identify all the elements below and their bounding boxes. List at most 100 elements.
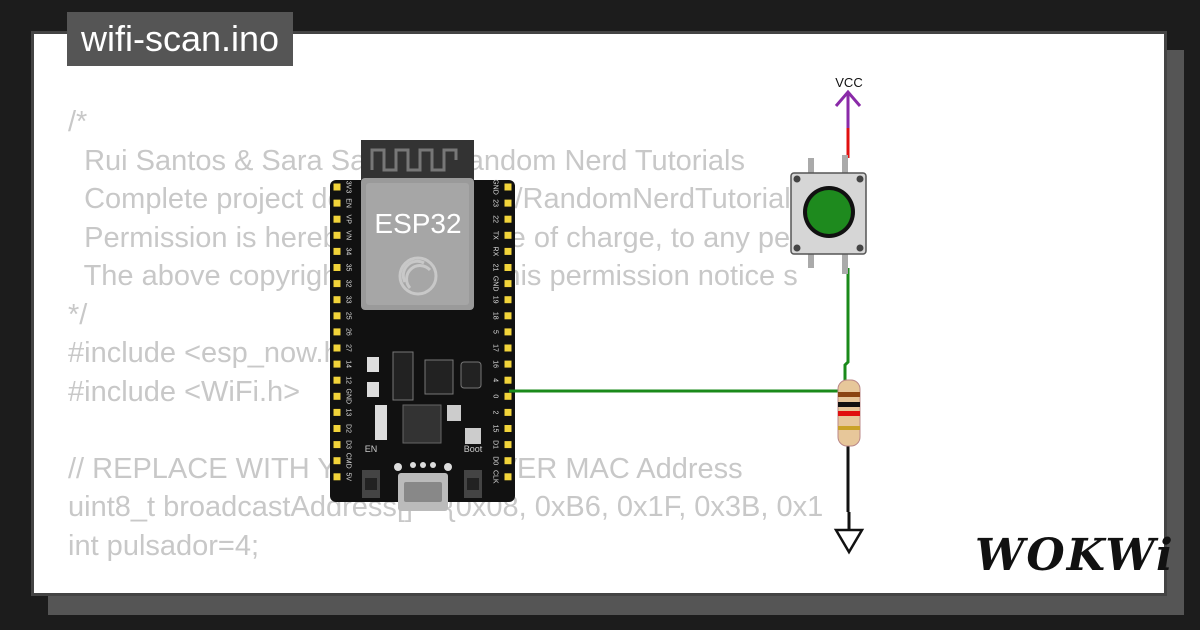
right-pin-label: D0	[492, 456, 499, 465]
left-pin[interactable]	[333, 344, 341, 352]
right-pin-label: 4	[492, 378, 499, 382]
boot-button-cap	[467, 478, 479, 490]
right-pin[interactable]	[504, 344, 512, 352]
left-pin[interactable]	[333, 264, 341, 271]
left-pin[interactable]	[333, 408, 341, 416]
code-line: int pulsador=4;	[68, 529, 260, 562]
right-pin[interactable]	[504, 199, 512, 207]
left-pin[interactable]	[333, 425, 341, 432]
right-pin-label: 0	[492, 394, 499, 398]
signal-wire[interactable]	[509, 268, 850, 393]
right-pin[interactable]	[504, 441, 512, 449]
voltage-regulator	[392, 351, 414, 401]
esp32-board[interactable]: ESP32 3V3ENVPVN343532332526271412GND13D2…	[330, 140, 515, 511]
left-pin[interactable]	[333, 457, 341, 465]
right-pin[interactable]	[504, 408, 512, 416]
smd-component	[375, 405, 387, 440]
right-pin[interactable]	[504, 328, 512, 336]
right-pin-label: RX	[492, 247, 499, 257]
right-pin-label: 2	[492, 410, 499, 414]
left-pin[interactable]	[333, 441, 341, 449]
board-name: ESP32	[374, 208, 461, 239]
right-pin[interactable]	[504, 296, 512, 304]
en-button-cap	[365, 478, 377, 490]
right-pin[interactable]	[504, 215, 512, 223]
editor-card	[31, 31, 1167, 596]
left-pin[interactable]	[333, 312, 341, 320]
left-pin-label: 12	[345, 376, 352, 384]
left-pin-label: 32	[345, 280, 352, 288]
left-pin[interactable]	[333, 473, 341, 481]
vcc-arrow-icon	[834, 89, 862, 128]
left-pin-label: 27	[345, 344, 352, 352]
code-line: #include <esp_now.h>	[68, 337, 357, 369]
vcc-label: VCC	[835, 75, 862, 90]
left-pin-label: 26	[345, 328, 352, 336]
left-pin[interactable]	[333, 296, 341, 304]
right-pin[interactable]	[504, 183, 512, 191]
regulator-chip	[424, 359, 454, 395]
right-pin-label: GND	[492, 179, 499, 195]
right-pin[interactable]	[504, 280, 512, 288]
left-pin-label: EN	[345, 198, 352, 208]
left-pin[interactable]	[333, 247, 341, 255]
file-tab[interactable]: wifi-scan.ino	[67, 12, 294, 66]
right-pin[interactable]	[504, 473, 512, 481]
left-pin[interactable]	[333, 328, 341, 336]
ground-symbol[interactable]	[833, 512, 865, 555]
espressif-icon	[398, 256, 438, 296]
left-pin[interactable]	[333, 376, 341, 384]
right-pin[interactable]	[504, 264, 512, 271]
right-pin-label: TX	[492, 231, 499, 240]
smd-led	[367, 382, 379, 397]
right-pin-label: 23	[492, 199, 499, 207]
left-pin-column: 3V3ENVPVN343532332526271412GND13D2D3CMD5…	[333, 181, 352, 482]
right-pin[interactable]	[504, 376, 512, 384]
left-pin[interactable]	[333, 231, 341, 239]
right-pin-label: GND	[492, 276, 499, 292]
smd-component	[465, 428, 481, 444]
right-pin[interactable]	[504, 360, 512, 368]
right-pin[interactable]	[504, 457, 512, 465]
left-pin-label: D2	[345, 424, 352, 433]
code-line: /*	[68, 106, 88, 138]
vcc-symbol[interactable]: VCC	[834, 75, 863, 128]
right-pin[interactable]	[504, 231, 512, 239]
right-pin-label: 18	[492, 312, 499, 320]
antenna-trace	[370, 148, 458, 172]
right-pin-label: 17	[492, 344, 499, 352]
right-pin-label: 19	[492, 296, 499, 304]
left-pin-label: 5V	[345, 473, 352, 482]
pushbutton-cap	[807, 190, 851, 234]
usb-uart-chip	[402, 404, 442, 444]
left-pin[interactable]	[333, 199, 341, 207]
boot-button-label: Boot	[464, 444, 483, 454]
resistor[interactable]	[837, 379, 861, 447]
smd-component	[447, 405, 461, 421]
right-pin-label: D1	[492, 440, 499, 449]
usb-port-opening	[404, 482, 442, 502]
left-pin-label: 34	[345, 248, 352, 256]
right-pin[interactable]	[504, 392, 512, 400]
right-pin[interactable]	[504, 425, 512, 432]
right-pin[interactable]	[504, 247, 512, 255]
left-pin-label: 33	[345, 296, 352, 304]
wokwi-logo: WOKWi	[975, 530, 1175, 581]
right-pin-label: 21	[492, 264, 499, 272]
right-pin[interactable]	[504, 312, 512, 320]
left-pin[interactable]	[333, 360, 341, 368]
left-pin-label: 13	[345, 409, 352, 417]
smd-led	[367, 357, 379, 372]
left-pin-label: 14	[345, 360, 352, 368]
left-pin-label: VP	[345, 215, 352, 225]
pushbutton[interactable]	[790, 155, 867, 274]
left-pin-label: D3	[345, 440, 352, 449]
smd-cap	[460, 361, 482, 389]
right-pin-label: 22	[492, 215, 499, 223]
rf-shield-top	[366, 183, 469, 305]
left-pin[interactable]	[333, 183, 341, 191]
left-pin[interactable]	[333, 215, 341, 223]
left-pin[interactable]	[333, 392, 341, 400]
left-pin[interactable]	[333, 280, 341, 288]
left-pin-label: VN	[345, 230, 352, 240]
